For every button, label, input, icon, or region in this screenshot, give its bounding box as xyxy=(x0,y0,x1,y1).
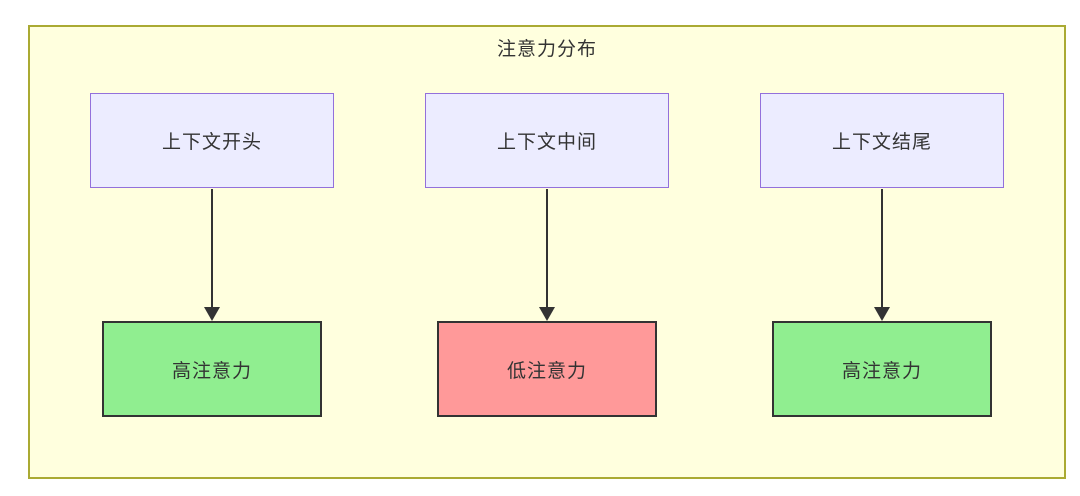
arrowhead-down-icon xyxy=(204,307,220,321)
arrow-line xyxy=(546,189,548,308)
node-high-attention-start-label: 高注意力 xyxy=(171,360,252,382)
node-low-attention-middle: 低注意力 xyxy=(437,321,657,417)
diagram-title: 注意力分布 xyxy=(496,39,597,60)
arrow-line xyxy=(211,189,213,308)
arrow-end-to-high-attention xyxy=(874,189,890,321)
node-high-attention-start: 高注意力 xyxy=(102,321,322,417)
node-context-start: 上下文开头 xyxy=(90,93,334,188)
node-low-attention-middle-label: 低注意力 xyxy=(506,360,587,382)
node-high-attention-end: 高注意力 xyxy=(772,321,992,417)
node-context-start-label: 上下文开头 xyxy=(161,132,262,153)
node-context-end: 上下文结尾 xyxy=(760,93,1004,188)
arrowhead-down-icon xyxy=(539,307,555,321)
arrow-middle-to-low-attention xyxy=(539,189,555,321)
arrow-start-to-high-attention xyxy=(204,189,220,321)
node-context-middle: 上下文中间 xyxy=(425,93,669,188)
arrow-line xyxy=(881,189,883,308)
node-context-end-label: 上下文结尾 xyxy=(831,132,932,153)
arrowhead-down-icon xyxy=(874,307,890,321)
node-high-attention-end-label: 高注意力 xyxy=(841,360,922,382)
node-context-middle-label: 上下文中间 xyxy=(496,132,597,153)
